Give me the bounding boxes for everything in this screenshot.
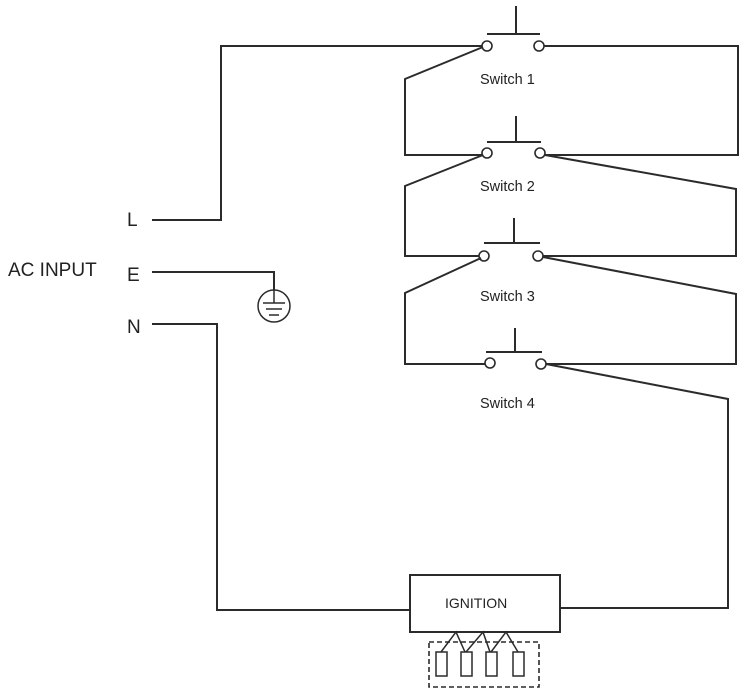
electrode-1 (435, 651, 448, 677)
ac-input-label: AC INPUT (8, 260, 97, 281)
switch-3-label: Switch 3 (480, 289, 535, 305)
ignition-label: IGNITION (445, 595, 507, 611)
electrode-4 (512, 651, 525, 677)
switch-3-to-4-left-wire (404, 257, 485, 365)
switch-2-to-3-right-wire (543, 154, 737, 257)
ignition-module: IGNITION (409, 574, 561, 633)
neutral-wire (152, 323, 410, 611)
earth-wire (152, 271, 275, 290)
ground-icon (257, 289, 291, 323)
switch-1-left-contact (481, 40, 493, 52)
switch-1: Switch 1 (480, 6, 545, 88)
switch-3-left-contact (478, 250, 490, 262)
switch-2-label: Switch 2 (480, 179, 535, 195)
switch-1-right-contact (533, 40, 545, 52)
electrode-3 (485, 651, 498, 677)
switch-4-label: Switch 4 (480, 396, 535, 412)
switch-1-to-2-right-wire (544, 45, 739, 156)
ignition-box (409, 574, 561, 633)
switch-2-left-contact (481, 147, 493, 159)
switch-4: Switch 4 (480, 328, 547, 412)
switch-4-to-ignition-wire (545, 363, 729, 609)
switch-3-right-contact (532, 250, 544, 262)
switch-1-label: Switch 1 (480, 72, 535, 88)
switch-4-right-contact (535, 358, 547, 370)
switch-2-right-contact (534, 147, 546, 159)
terminal-n-label: N (127, 317, 141, 338)
terminal-l-label: L (127, 210, 138, 231)
electrode-2 (460, 651, 473, 677)
switch-3-to-4-right-wire (542, 256, 737, 365)
switch-1-to-2-left-wire (404, 46, 484, 156)
electrode-block (428, 630, 540, 688)
switch-2-to-3-left-wire (404, 154, 484, 257)
switch-3: Switch 3 (478, 218, 544, 305)
switch-2: Switch 2 (480, 116, 546, 195)
switch-4-left-contact (484, 357, 496, 369)
terminal-e-label: E (127, 265, 140, 286)
live-wire (152, 45, 483, 221)
